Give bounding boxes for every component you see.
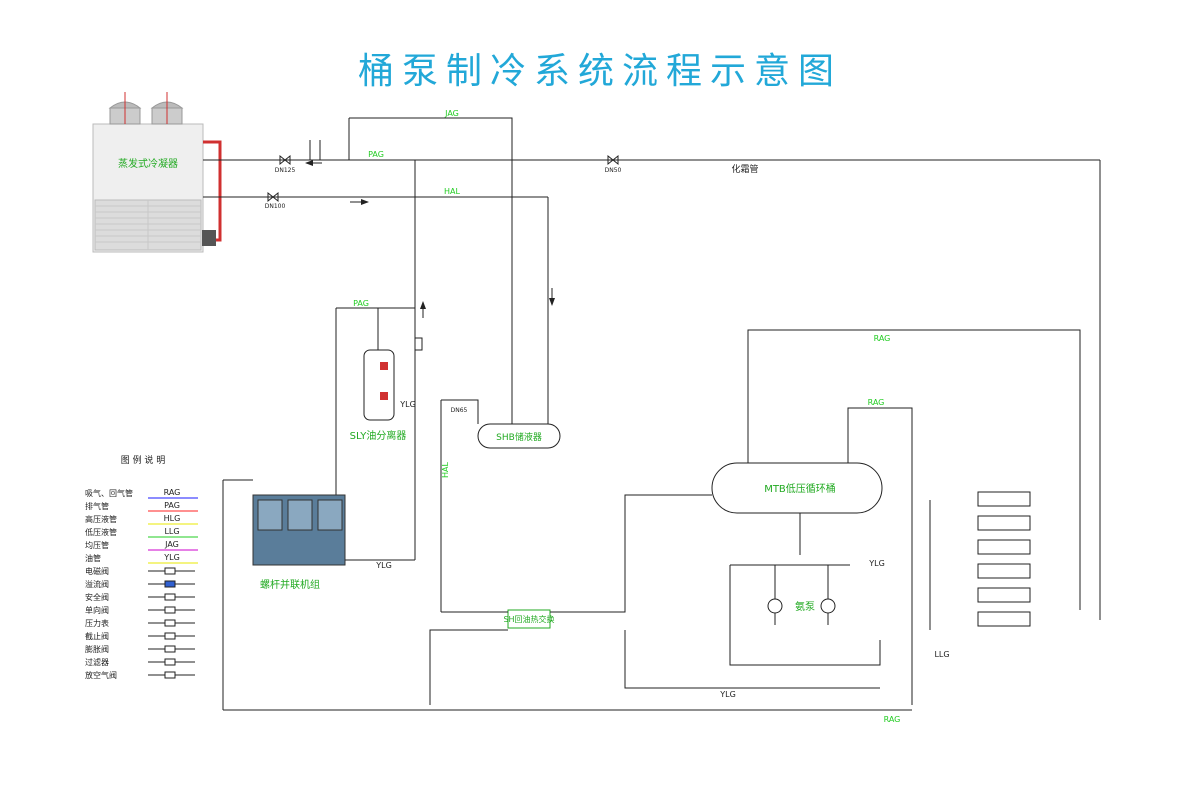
pag-oil-label: PAG [353, 299, 369, 308]
defrost-label: 化霜管 [731, 163, 758, 175]
rag-mid-label: RAG [868, 398, 885, 407]
valve-dn50-defrost [607, 154, 619, 166]
top-pipes [203, 117, 1101, 620]
legend-symbol-icon [164, 593, 176, 601]
dn100-label: DN100 [265, 203, 286, 210]
legend-label: 安全阀 [85, 592, 109, 602]
barrel-label: MTB低压循环桶 [764, 482, 836, 495]
evaporative-condenser: 蒸发式冷凝器 [92, 92, 222, 253]
legend-label: 均压管 [85, 540, 109, 550]
compressor-unit-label: 螺杆并联机组 [260, 578, 320, 591]
oil-separator: SLY油分离器 [335, 307, 415, 560]
receiver: SHB储液器 [477, 423, 561, 449]
pump-section: 氨泵 [729, 513, 881, 666]
legend-symbol-icon [164, 645, 176, 653]
legend-label: 膨胀阀 [85, 644, 109, 654]
pump-label: 氨泵 [795, 600, 815, 613]
legend-label: 溢流阀 [85, 579, 109, 589]
legend-symbol-icon [164, 567, 176, 575]
condenser-label: 蒸发式冷凝器 [118, 157, 178, 170]
legend: 图 例 说 明 吸气、回气管 RAG 排气管 PAG 高压液管 HLG 低压液管 LLG 均压管… [85, 454, 198, 680]
legend-title: 图 例 说 明 [121, 454, 166, 466]
legend-label: 压力表 [85, 618, 109, 628]
legend-label: 排气管 [85, 501, 109, 511]
ylg-oil-label: YLG [399, 400, 416, 409]
ylg-barrel-label: YLG [868, 559, 885, 568]
exchanger-label: SH回油热交换 [503, 614, 554, 624]
oil-separator-label: SLY油分离器 [350, 429, 407, 442]
dn50-defrost-label: DN50 [605, 167, 622, 174]
ylg-unit-label: YLG [375, 561, 392, 570]
legend-symbol-icon [164, 632, 176, 640]
dn125-label: DN125 [275, 167, 296, 174]
legend-code: JAG [164, 540, 179, 549]
rag-top-label: RAG [874, 334, 891, 343]
circulation-barrel: MTB低压循环桶 [711, 462, 883, 514]
legend-label: 电磁阀 [85, 566, 109, 576]
legend-label: 截止阀 [85, 631, 109, 641]
legend-code: YLG [163, 553, 180, 562]
valve-dn125 [279, 154, 291, 166]
ylg-bottom-label: YLG [719, 690, 736, 699]
dn65-receiver-label: DN65 [451, 407, 468, 414]
legend-symbol-icon [164, 619, 176, 627]
compressor-unit: 螺杆并联机组 [252, 494, 346, 591]
legend-symbol-icon [164, 606, 176, 614]
evaporators [929, 491, 1031, 630]
legend-code: HLG [164, 514, 181, 523]
hal-vertical-label: HAL [441, 461, 450, 477]
legend-symbol-icon [164, 580, 176, 588]
legend-code: RAG [164, 488, 181, 497]
condenser-fan [108, 92, 142, 125]
legend-label: 低压液管 [85, 527, 117, 537]
legend-label: 过滤器 [85, 657, 109, 667]
jag-label: JAG [444, 109, 459, 118]
legend-label: 单向阀 [85, 605, 109, 615]
legend-code: LLG [164, 527, 179, 536]
llg-label: LLG [934, 650, 949, 659]
condenser-fan [150, 92, 184, 125]
legend-label: 油管 [85, 553, 101, 563]
pag-label: PAG [368, 150, 384, 159]
hal-label: HAL [444, 187, 460, 196]
legend-code: PAG [164, 501, 180, 510]
legend-symbol-icon [164, 671, 176, 679]
receiver-label: SHB储液器 [496, 431, 542, 443]
page-title: 桶泵制冷系统流程示意图 [357, 51, 842, 92]
return-gas-exchanger: SH回油热交换 [503, 609, 555, 629]
legend-label: 放空气阀 [85, 670, 117, 680]
legend-label: 吸气、回气管 [85, 488, 133, 498]
rag-bottom-label: RAG [884, 715, 901, 724]
legend-label: 高压液管 [85, 514, 117, 524]
valve-dn100 [267, 191, 279, 203]
legend-symbol-icon [164, 658, 176, 666]
